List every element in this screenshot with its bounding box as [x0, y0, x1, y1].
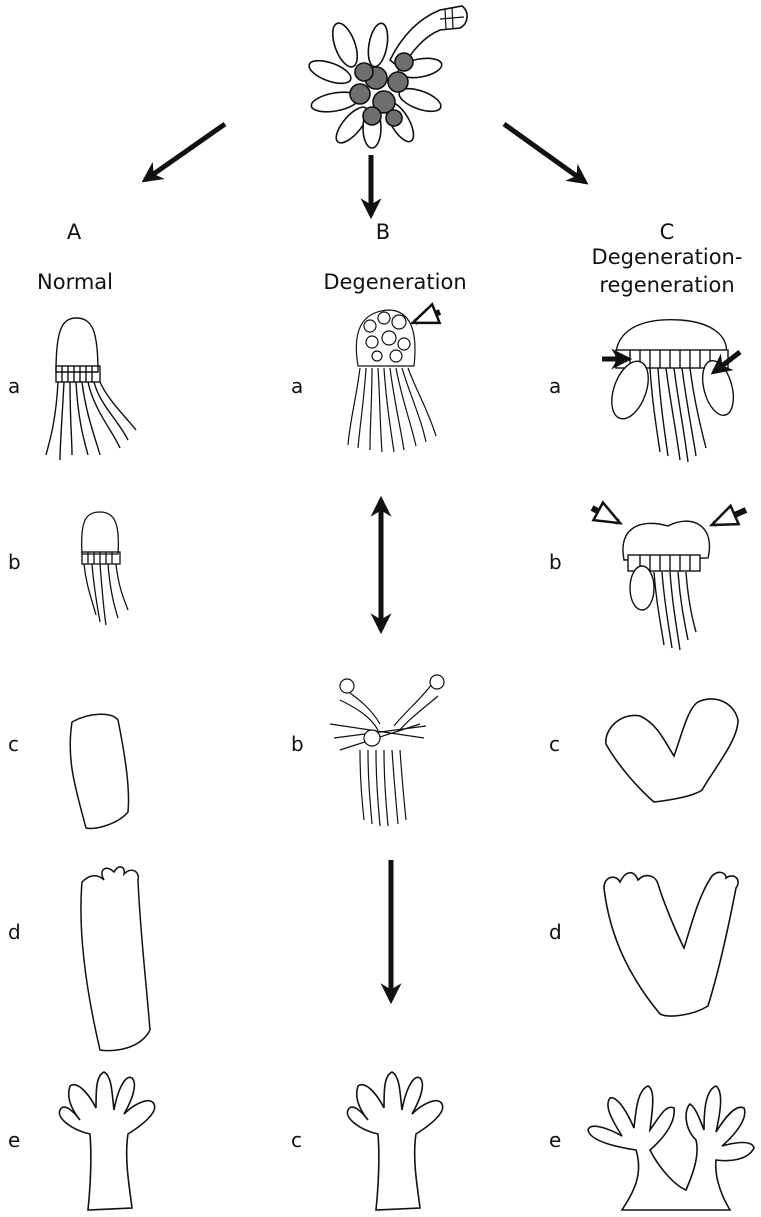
polyp-A-a	[46, 318, 136, 460]
row-label-A-a: a	[8, 376, 20, 396]
column-title-A: Normal	[37, 272, 113, 293]
row-label-A-b: b	[8, 552, 21, 572]
polyp-C-a	[605, 320, 739, 462]
polyp-A-d	[81, 867, 150, 1051]
column-title-B: Degeneration	[323, 272, 466, 293]
polyp-C-e	[588, 1086, 754, 1210]
polyp-C-d	[604, 872, 738, 1016]
polyp-B-a	[348, 310, 436, 452]
column-title-C-line-1: Degeneration-	[592, 247, 743, 268]
polyp-C-b	[623, 521, 709, 650]
row-label-A-e: e	[8, 1130, 20, 1150]
row-label-C-d: d	[549, 922, 562, 942]
polyp-A-e	[59, 1072, 154, 1210]
polyp-A-c	[70, 714, 128, 828]
column-title-C-line-2: regeneration	[599, 275, 734, 296]
arrow-to-A	[145, 124, 225, 180]
row-label-C-c: c	[549, 734, 560, 754]
polyp-C-c	[606, 699, 738, 802]
row-label-A-d: d	[8, 922, 21, 942]
column-letter-C: C	[660, 222, 675, 243]
row-label-B-c: c	[291, 1130, 302, 1150]
row-label-C-e: e	[549, 1130, 561, 1150]
row-label-B-b: b	[291, 734, 304, 754]
polyp-B-b	[330, 675, 444, 826]
arrow-to-C	[504, 124, 585, 182]
hollow-arrow-C-right	[714, 510, 746, 524]
row-label-C-b: b	[549, 552, 562, 572]
column-letter-A: A	[67, 222, 81, 243]
degeneration-marker-arrow	[415, 312, 440, 322]
row-label-B-a: a	[291, 376, 303, 396]
row-label-C-a: a	[549, 376, 561, 396]
column-letter-B: B	[376, 222, 390, 243]
polyp-B-c	[347, 1072, 442, 1210]
source-colony	[306, 6, 467, 148]
row-label-A-c: c	[8, 734, 19, 754]
hollow-arrow-C-left	[592, 508, 618, 522]
polyp-A-b	[82, 512, 128, 625]
